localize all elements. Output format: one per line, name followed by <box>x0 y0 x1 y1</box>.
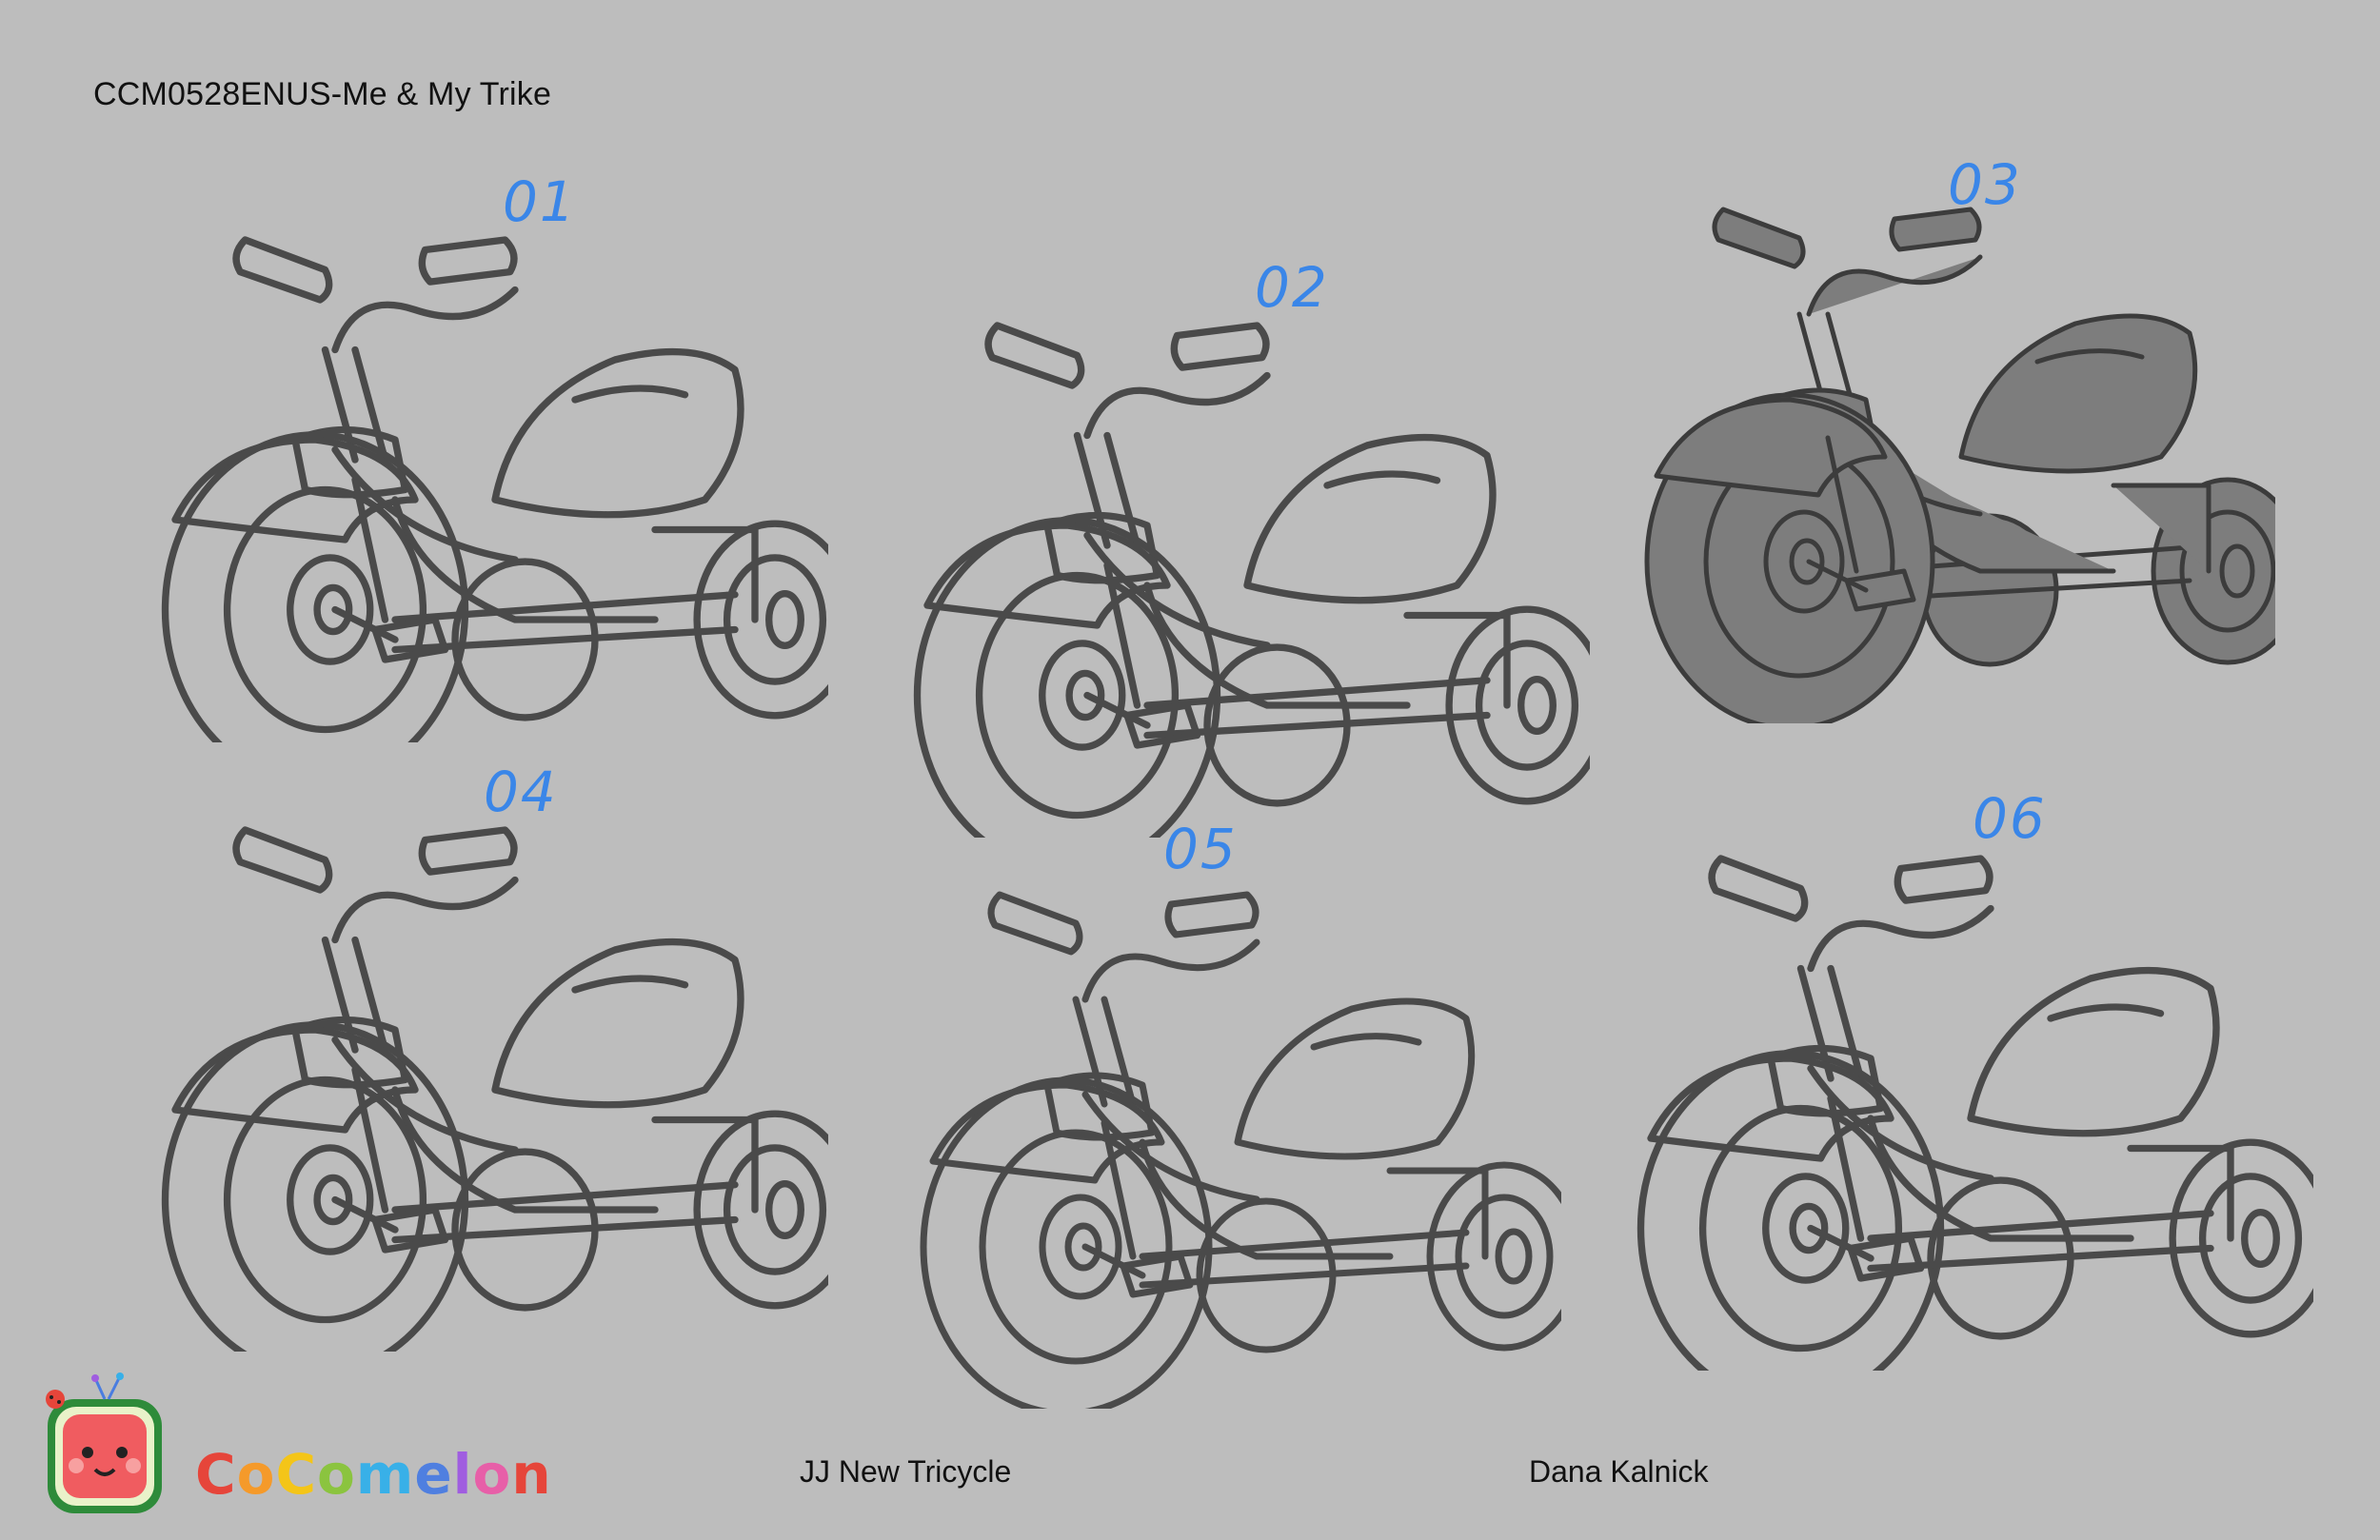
variant-number-01: 01 <box>503 169 577 234</box>
brand-wordmark: CoComelon <box>195 1442 552 1507</box>
trike-render-03 <box>1571 171 2275 723</box>
episode-label: JJ New Tricycle <box>800 1454 1012 1489</box>
variant-number-04: 04 <box>484 760 558 824</box>
brand-letter: n <box>511 1442 552 1507</box>
artist-credit: Dana Kalnick <box>1529 1454 1709 1489</box>
trike-sketch-02 <box>828 286 1590 838</box>
trike-sketch-01 <box>86 190 828 742</box>
variant-number-02: 02 <box>1255 255 1329 320</box>
sheet-title: CCM0528ENUS-Me & My Trike <box>93 76 552 112</box>
trike-sketch-05 <box>838 857 1561 1409</box>
brand-letter: e <box>414 1442 453 1507</box>
brand-letter: C <box>195 1442 237 1507</box>
watermelon-mascot-icon <box>46 1372 162 1513</box>
brand-letter: o <box>317 1442 356 1507</box>
variant-number-06: 06 <box>1973 786 2047 851</box>
brand-letter: o <box>472 1442 512 1507</box>
brand-letter: o <box>236 1442 276 1507</box>
trike-sketch-04 <box>86 780 828 1352</box>
brand-letter: m <box>355 1442 415 1507</box>
brand-letter: C <box>275 1442 318 1507</box>
brand-letter: l <box>452 1442 473 1507</box>
variant-number-03: 03 <box>1948 152 2022 217</box>
cocomelon-logo <box>38 1371 495 1523</box>
trike-sketch-06 <box>1552 819 2313 1371</box>
variant-number-05: 05 <box>1163 817 1238 881</box>
